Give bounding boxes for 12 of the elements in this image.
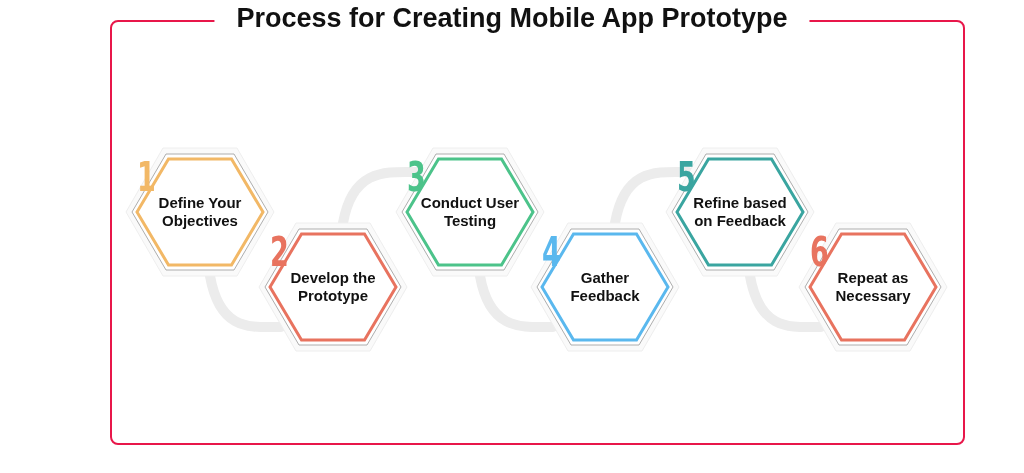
step-label: Develop the Prototype — [289, 269, 377, 305]
step-label: Define Your Objectives — [157, 194, 243, 230]
hexagon-step — [258, 222, 408, 352]
hexagon-step — [798, 222, 948, 352]
hexagon-step — [395, 147, 545, 277]
step-label: Gather Feedback — [569, 269, 641, 305]
hexagon-step — [530, 222, 680, 352]
step-number: 3 — [407, 157, 426, 197]
step-label: Refine based on Feedback — [692, 194, 788, 230]
step-label: Conduct User Testing — [419, 194, 521, 230]
step-label: Repeat as Necessary — [834, 269, 912, 305]
step-number: 5 — [677, 157, 696, 197]
